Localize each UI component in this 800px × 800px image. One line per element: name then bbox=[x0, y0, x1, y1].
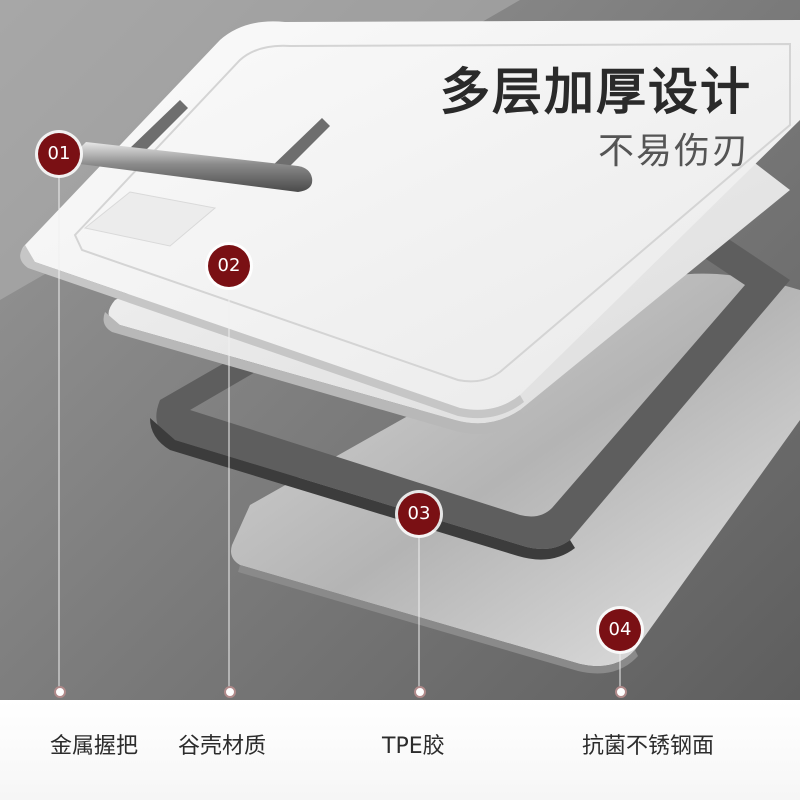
page-title: 多层加厚设计 bbox=[440, 63, 752, 121]
layer-badge-02: 02 bbox=[208, 245, 250, 287]
page-subtitle: 不易伤刃 bbox=[597, 131, 750, 172]
layer-badge-01: 01 bbox=[38, 133, 80, 175]
handle-post-left bbox=[128, 100, 188, 158]
handle-post-right bbox=[268, 118, 330, 178]
layer-label-metal-handle: 金属握把 bbox=[50, 734, 139, 759]
label-panel bbox=[0, 700, 800, 800]
cutting-board-groove bbox=[73, 42, 791, 383]
layer-badge-03: 03 bbox=[398, 493, 440, 535]
callout-dot-02 bbox=[224, 686, 236, 698]
metal-handle-bar bbox=[76, 142, 313, 192]
tpe-frame-layer bbox=[156, 162, 791, 549]
callout-dot-04 bbox=[615, 686, 627, 698]
layer-label-stainless-steel: 抗菌不锈钢面 bbox=[582, 734, 715, 759]
stainless-steel-layer bbox=[231, 273, 800, 667]
callout-dot-03 bbox=[414, 686, 426, 698]
cutting-board-top bbox=[21, 20, 800, 410]
callout-dot-01 bbox=[54, 686, 66, 698]
grip-texture-pad bbox=[83, 191, 217, 247]
layer-label-grain-husk: 谷壳材质 bbox=[178, 734, 267, 759]
layer-badge-04: 04 bbox=[599, 609, 641, 651]
layer-label-tpe: TPE胶 bbox=[382, 734, 445, 759]
